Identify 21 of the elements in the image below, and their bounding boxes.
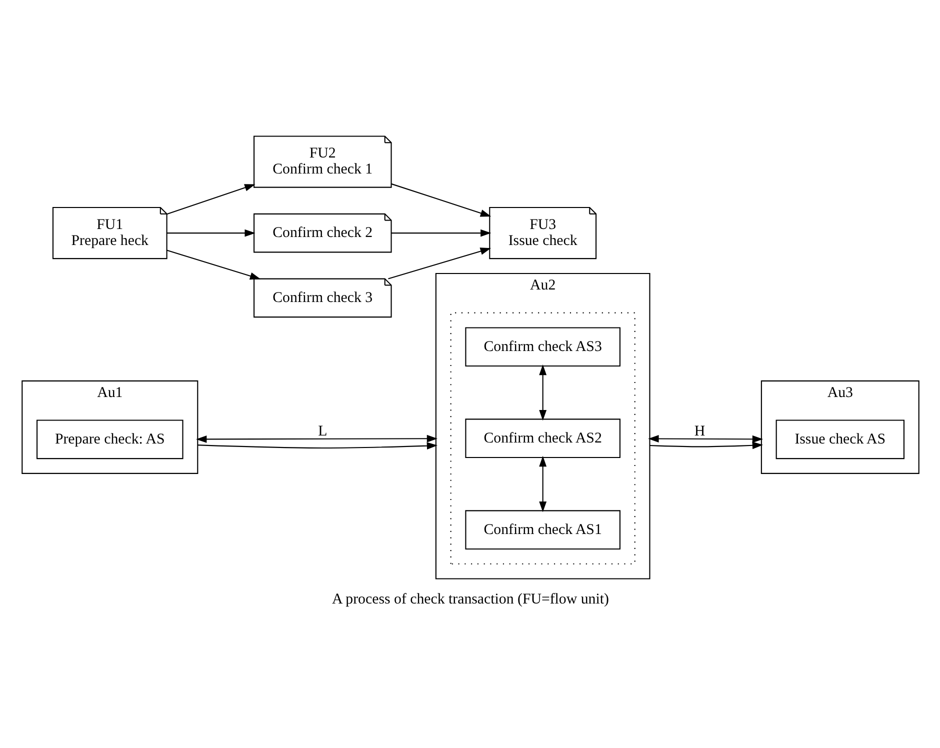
arrow bbox=[388, 248, 491, 280]
arrow bbox=[538, 364, 546, 421]
edge-label: H bbox=[694, 423, 705, 440]
arrow bbox=[538, 456, 546, 512]
arrow bbox=[648, 435, 763, 443]
arrow bbox=[166, 229, 255, 237]
arrow bbox=[391, 229, 491, 237]
node-box: Prepare check: AS bbox=[36, 420, 183, 460]
arrow bbox=[196, 434, 438, 443]
edge-label: L bbox=[318, 423, 327, 440]
arrow bbox=[649, 442, 763, 450]
arrow bbox=[390, 183, 491, 217]
arrow bbox=[166, 250, 260, 280]
node-box: Confirm check AS2 bbox=[464, 418, 620, 458]
arrow bbox=[166, 184, 255, 215]
node-box: Issue check AS bbox=[775, 420, 904, 460]
caption: A process of check transaction (FU=flow unit) bbox=[332, 591, 608, 608]
arrow bbox=[197, 442, 438, 450]
node-box: Confirm check AS1 bbox=[464, 510, 620, 550]
cluster bbox=[450, 312, 635, 564]
node-box: Confirm check AS3 bbox=[464, 327, 620, 367]
